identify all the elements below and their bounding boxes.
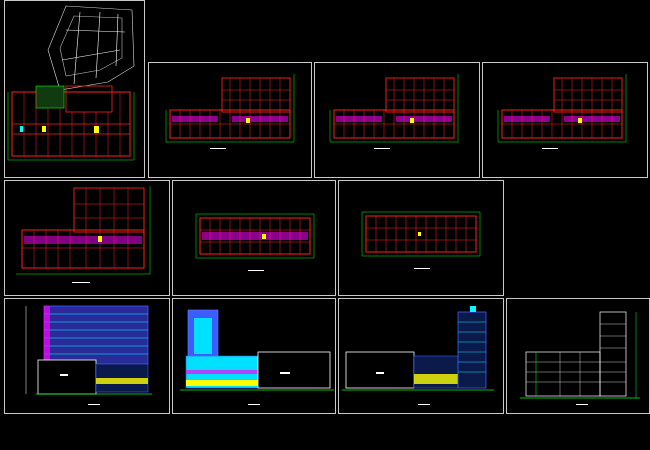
ground-floor-plan: [7, 85, 135, 161]
second-floor-plan: [165, 73, 295, 150]
typical-floor-plan-b: [361, 211, 481, 270]
sheet-frame-1[interactable]: [4, 0, 145, 178]
sheet-frame-4[interactable]: [482, 62, 648, 178]
rear-elevation: [342, 306, 494, 405]
front-elevation: [25, 305, 152, 405]
sheet-frame-7[interactable]: [338, 180, 504, 296]
sheet-frame-8[interactable]: [4, 298, 170, 414]
side-elevation: [180, 309, 334, 405]
sheet-frame-5[interactable]: [4, 180, 170, 296]
typical-floor-plan-a: [195, 213, 315, 272]
fifth-floor-plan: [16, 186, 151, 283]
sheet-frame-6[interactable]: [172, 180, 336, 296]
section: [520, 311, 640, 405]
sheet-frame-10[interactable]: [338, 298, 504, 414]
fourth-floor-plan: [497, 73, 627, 150]
sheet-frame-9[interactable]: [172, 298, 336, 414]
site-plan: [47, 5, 135, 91]
sheet-frame-3[interactable]: [314, 62, 480, 178]
third-floor-plan: [329, 73, 459, 150]
sheet-frame-2[interactable]: [148, 62, 312, 178]
